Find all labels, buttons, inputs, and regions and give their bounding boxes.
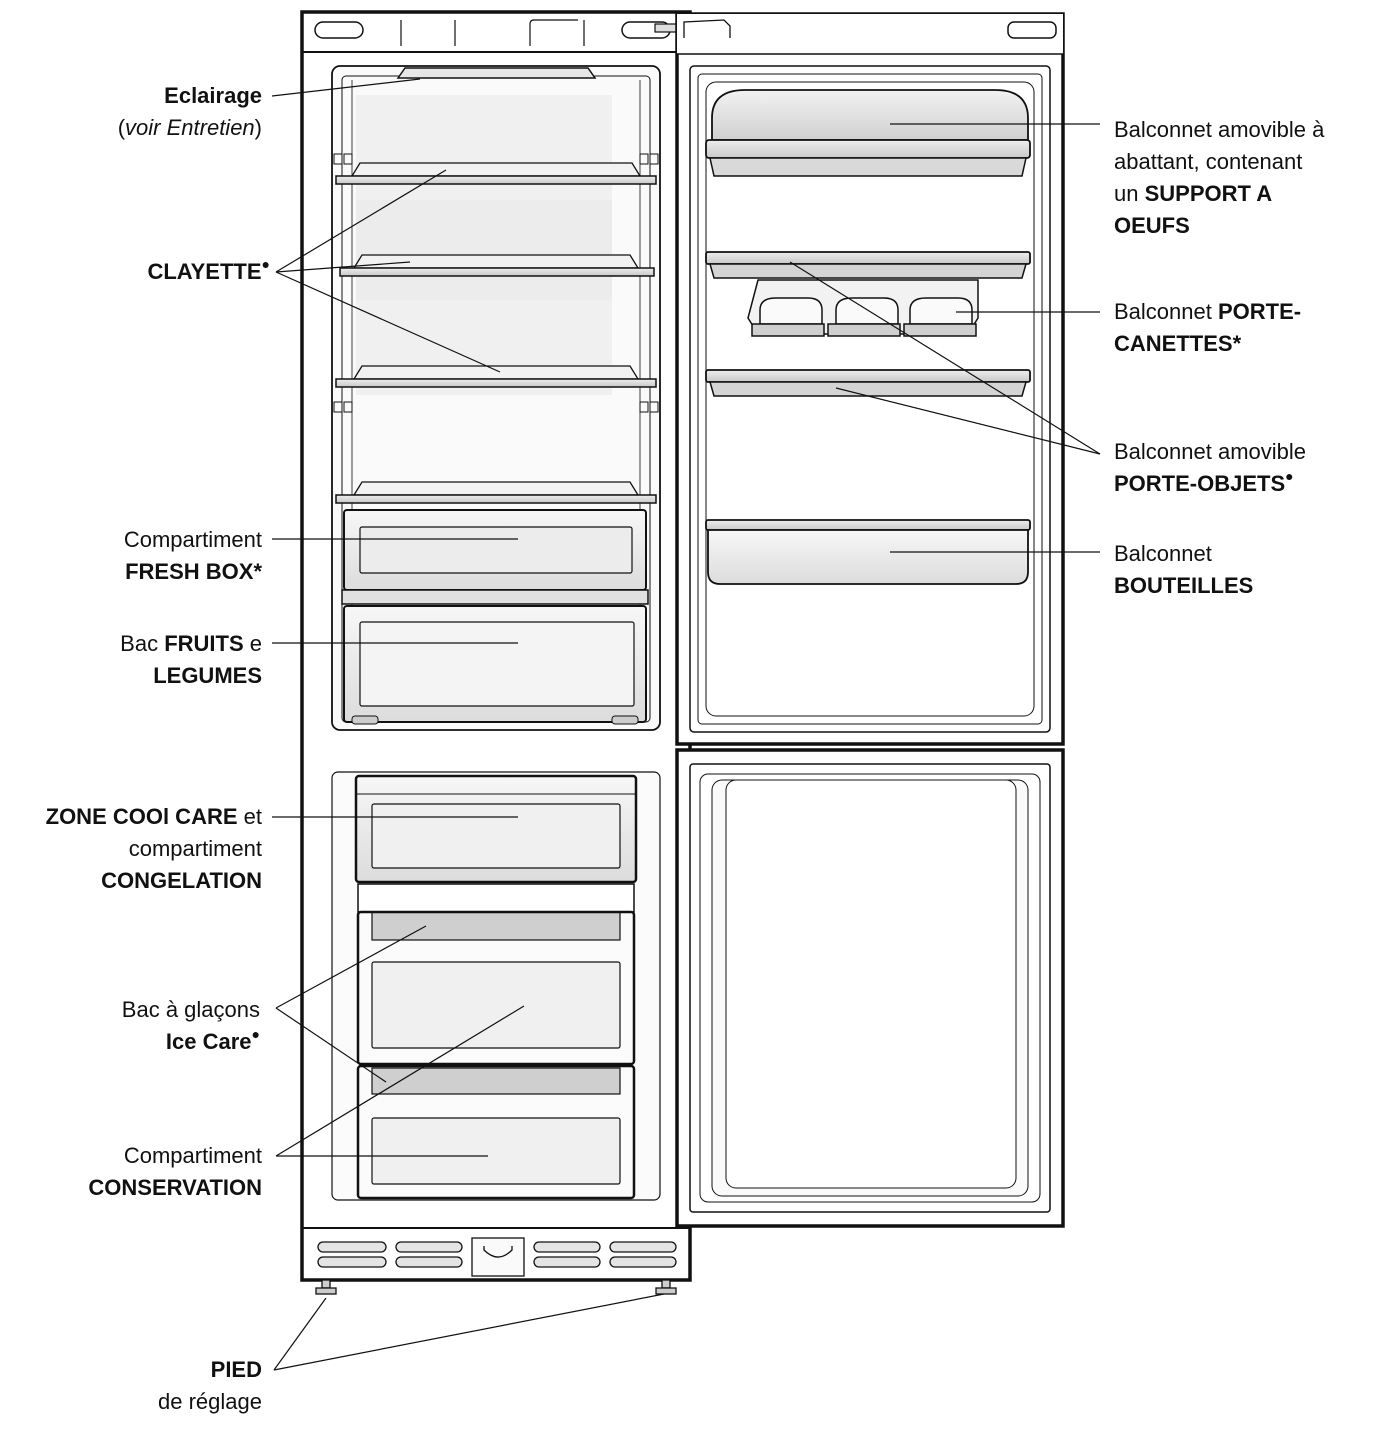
- label-pied: PIED de réglage: [158, 1357, 262, 1414]
- label-fruits-legumes: Bac FRUITS e LEGUMES: [120, 631, 262, 688]
- label-zone-congelation: ZONE COOl CARE et compartiment CONGELATI…: [45, 804, 262, 893]
- freezer-drawer-middle: [356, 910, 636, 1066]
- label-ice-care: Bac à glaçons Ice Care●: [121, 997, 260, 1054]
- fresh-box-compartment: [341, 509, 649, 605]
- fridge-door: [675, 12, 1065, 746]
- label-egg-balcony: Balconnet amovible à abattant, contenant…: [1114, 117, 1325, 238]
- fridge-cabinet: [300, 10, 716, 1295]
- label-bottle-balcony: Balconnet BOUTEILLES: [1114, 541, 1254, 598]
- can-holder: [747, 279, 979, 337]
- label-conservation: Compartiment CONSERVATION: [88, 1143, 262, 1200]
- shelf-4: [335, 481, 657, 504]
- freezer-door: [675, 748, 1065, 1228]
- object-balcony-upper: [705, 251, 1031, 279]
- freezer-drawer-bottom: [356, 1064, 636, 1200]
- leader-lines: [271, 78, 1101, 1371]
- ventilation-grille: [317, 1237, 677, 1277]
- shelf-2: [339, 254, 655, 277]
- label-fresh-box: Compartiment FRESH BOX*: [123, 527, 262, 584]
- label-eclairage: Eclairage (voir Entretien): [117, 83, 262, 140]
- freezer-drawer-top: [354, 774, 638, 884]
- lamp-fixture: [396, 67, 597, 79]
- label-clayette: CLAYETTE●: [147, 255, 270, 284]
- ice-tray-lower: [371, 1067, 621, 1095]
- egg-balcony: [705, 89, 1031, 177]
- shelf-3: [335, 365, 657, 388]
- label-object-balcony: Balconnet amovible PORTE-OBJETS●: [1114, 439, 1307, 496]
- label-can-holder: Balconnet PORTE- CANETTES*: [1114, 299, 1302, 356]
- shelf-brackets-upper: [333, 153, 659, 413]
- shelf-1: [335, 162, 657, 185]
- ice-tray-upper: [357, 883, 635, 941]
- object-balcony-lower: [705, 369, 1031, 397]
- top-control-slot-left: [314, 21, 364, 39]
- fruit-vegetable-bin: [343, 605, 647, 725]
- bottle-balcony: [705, 519, 1031, 585]
- adjustable-feet: [315, 1279, 677, 1295]
